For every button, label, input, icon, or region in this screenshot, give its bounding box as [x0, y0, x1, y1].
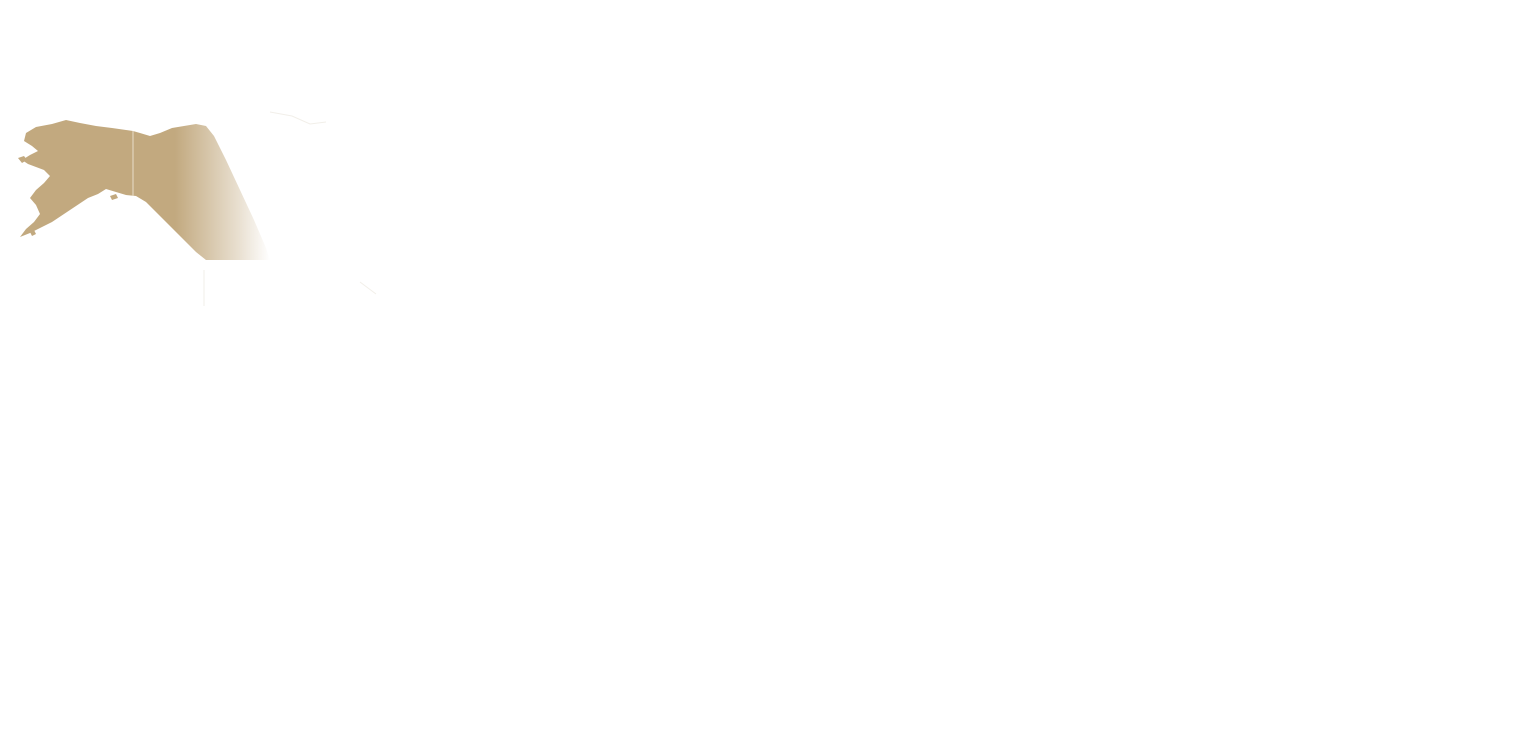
faded-coastline — [203, 111, 377, 306]
region-alaska — [20, 120, 270, 260]
